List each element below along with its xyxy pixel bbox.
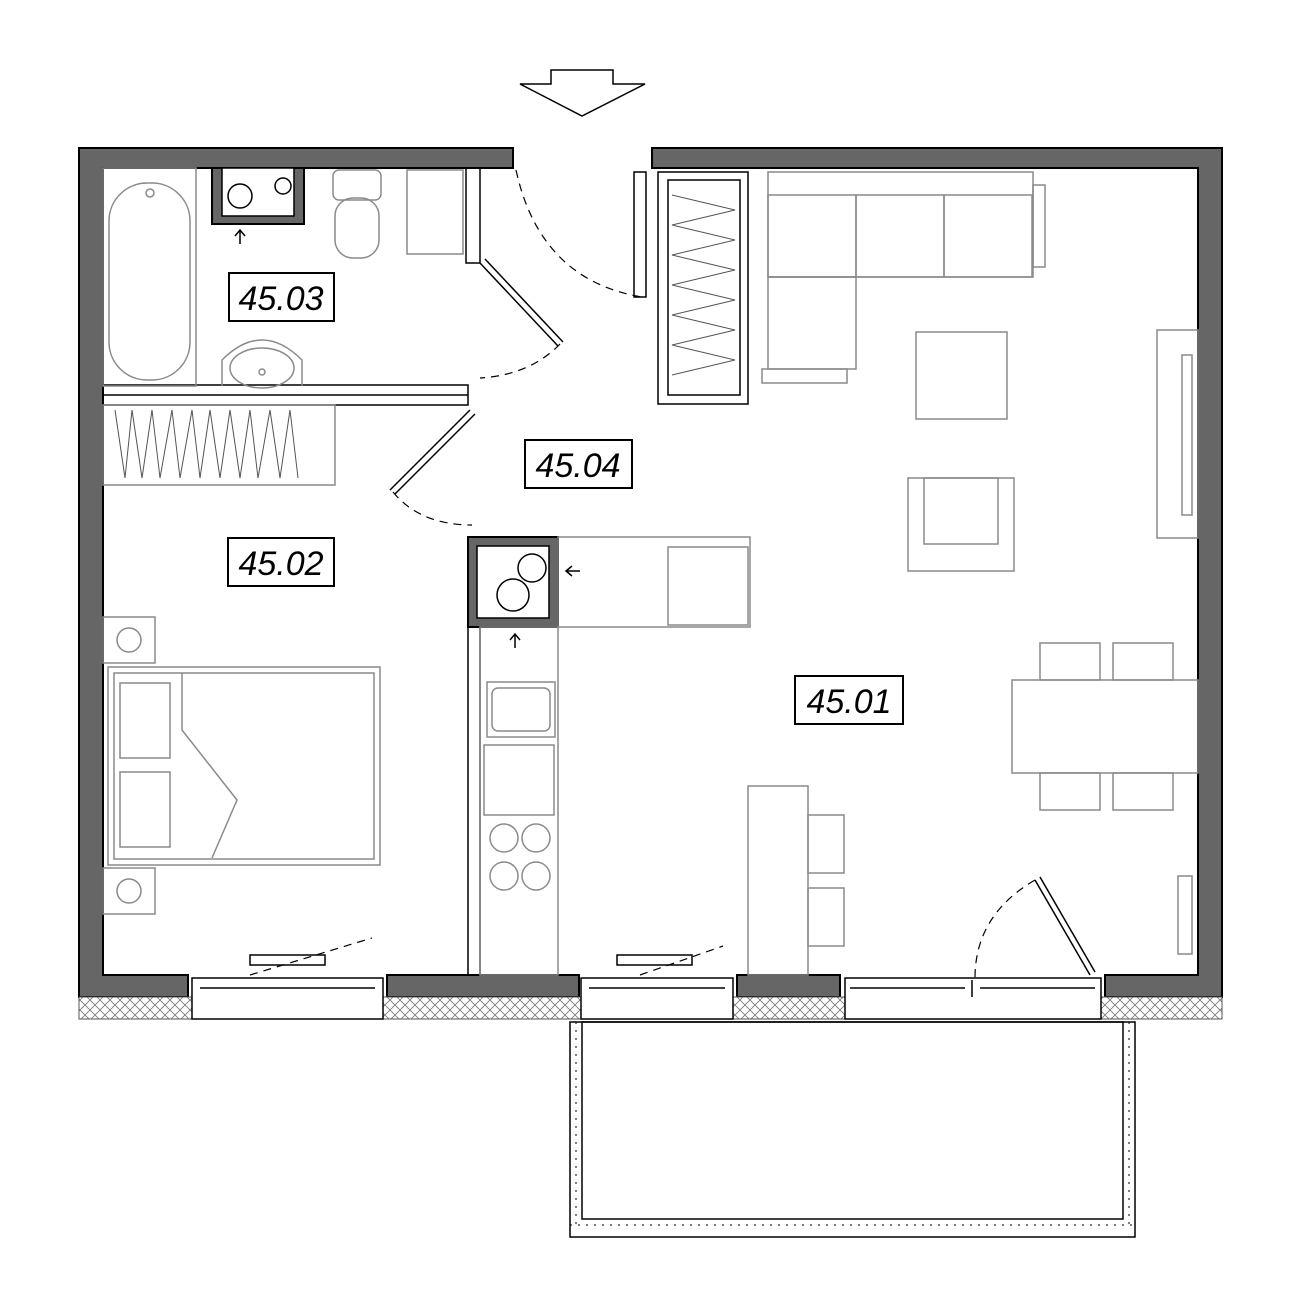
doors: [249, 169, 1096, 979]
hall-wardrobe: [657, 171, 749, 405]
living-furniture: [747, 171, 1199, 976]
room-45-01: 45.01: [794, 675, 904, 725]
balcony: [569, 1021, 1136, 1238]
room-label: 45.02: [238, 545, 323, 583]
fan-icon: [102, 616, 156, 664]
room-label: 45.03: [238, 280, 323, 318]
exterior-walls: [78, 147, 1223, 1020]
room-45-02: 45.02: [227, 537, 335, 587]
bathroom-fixtures: [102, 167, 464, 389]
room-label: 45.04: [535, 447, 620, 485]
bed: [102, 616, 381, 915]
kitchen: [479, 536, 751, 976]
room-label: 45.01: [806, 683, 891, 721]
interior-walls: [102, 167, 559, 976]
bedroom-wardrobe: [102, 404, 336, 486]
room-45-04: 45.04: [524, 439, 633, 489]
entrance-arrow-icon: [519, 69, 646, 117]
ventilation-arrow-icon: [234, 228, 580, 648]
fan-icon: [102, 867, 156, 915]
windows: [191, 977, 1102, 1020]
room-45-03: 45.03: [228, 272, 335, 322]
